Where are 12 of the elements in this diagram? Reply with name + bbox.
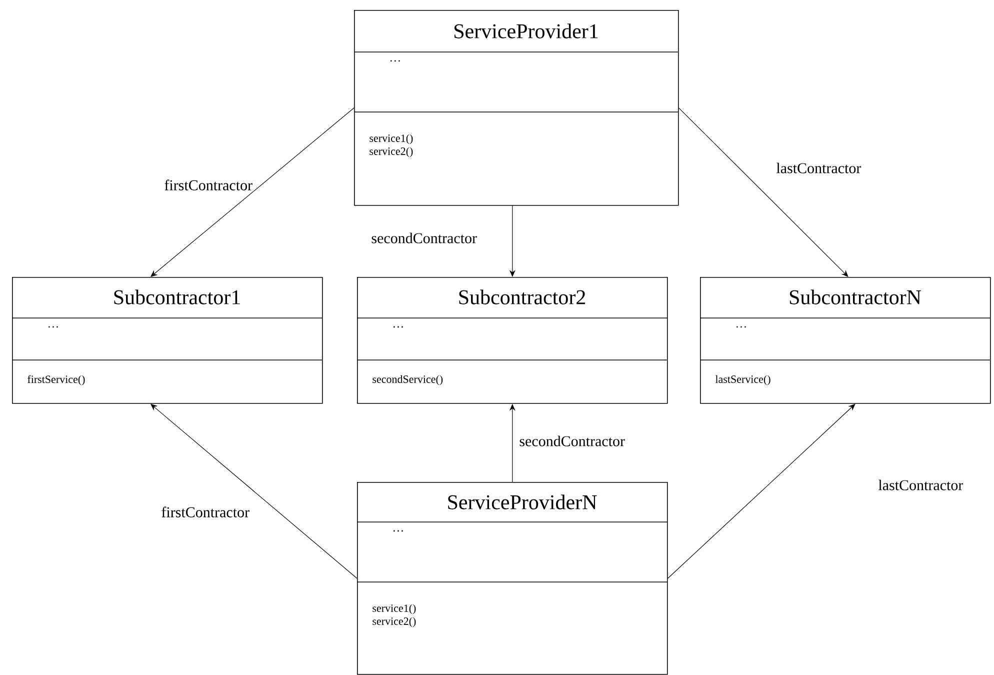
class-box: ServiceProviderN … service1() service2() <box>356 482 668 675</box>
edge-label: secondContractor <box>370 232 478 244</box>
arrow <box>678 108 848 277</box>
class-box: Subcontractor1 … firstService() <box>12 277 323 404</box>
class-box: Subcontractor2 … secondService() <box>356 277 668 404</box>
edge-label: firstContractor <box>160 506 251 518</box>
edge-label: lastContractor <box>775 162 862 174</box>
edge-label: secondContractor <box>518 434 626 448</box>
edge-label: lastContractor <box>877 478 964 492</box>
class-box: ServiceProvider1 … service1() service2() <box>354 10 679 206</box>
class-box: SubcontractorN … lastService() <box>700 277 991 404</box>
edge-label: firstContractor <box>163 178 254 192</box>
